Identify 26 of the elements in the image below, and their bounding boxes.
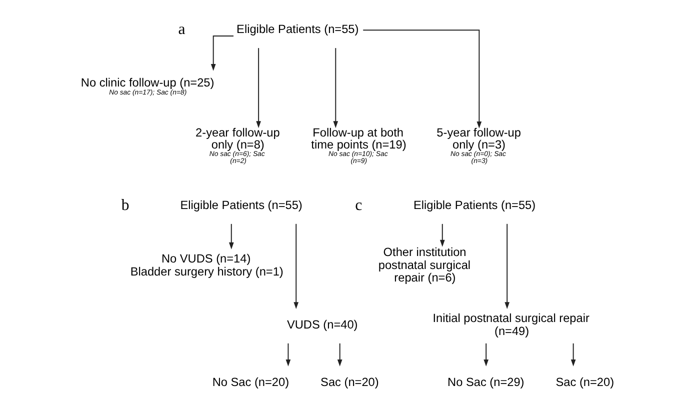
arrow (439, 223, 444, 247)
label: c (354, 196, 362, 214)
arrow (210, 36, 234, 71)
arrow (228, 223, 234, 250)
node-text: VUDS (n=40) (286, 318, 358, 332)
node-text: No Sac (n=20) (212, 374, 289, 389)
arrow (336, 342, 342, 366)
arrow (504, 223, 510, 310)
node-text: Other institution postnatal surgical repair (n=6) (378, 245, 470, 285)
node-text: Eligible Patients (n=55) (412, 198, 536, 212)
label: a (178, 20, 185, 38)
node-text: Eligible Patients (n=55) (180, 198, 302, 212)
node-text: No Sac (n=29) (447, 374, 524, 389)
arrow (570, 342, 576, 366)
arrow (483, 342, 488, 366)
node-text: Eligible Patients (n=55) (236, 22, 358, 36)
node-text: Initial postnatal surgical repair (n=49) (432, 311, 589, 338)
arrow (332, 48, 338, 128)
arrow (285, 342, 290, 366)
arrow (256, 48, 260, 128)
label: b (120, 196, 129, 214)
arrow (362, 30, 482, 128)
node-text: Sac (n=20) (555, 374, 614, 389)
node-text: No VUDS (n=14) Bladder surgery history (n=1) (130, 251, 283, 278)
arrow (293, 223, 298, 310)
node-text: Sac (n=20) (320, 374, 378, 389)
